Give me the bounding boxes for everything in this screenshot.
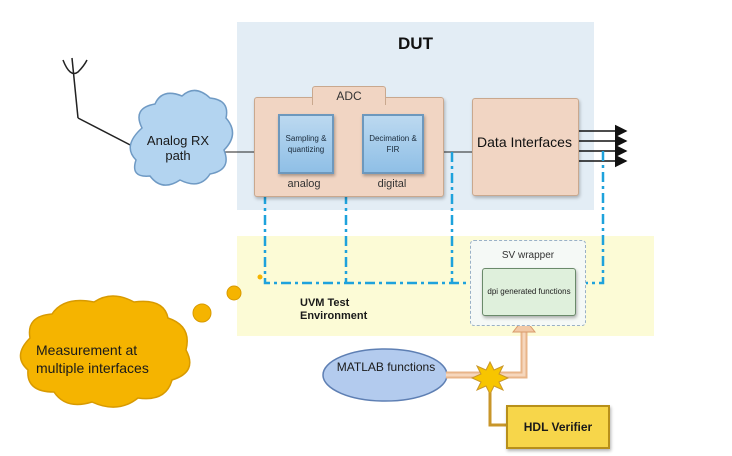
- probe-start-dot: [257, 274, 263, 280]
- sv-wrapper-label: SV wrapper: [501, 250, 555, 261]
- digital-label: digital: [377, 178, 407, 190]
- data-interfaces-label: Data Interfaces: [477, 134, 572, 150]
- data-interfaces-block: [472, 98, 579, 196]
- antenna-icon: [62, 57, 141, 151]
- dpi-functions-block: dpi generated functions: [482, 268, 576, 316]
- analog-rx-label: Analog RX path: [146, 133, 210, 163]
- thought-bubble-small: [226, 285, 242, 301]
- sampling-label: Sampling & quantizing: [285, 134, 327, 154]
- measurement-label: Measurement at multiple interfaces: [36, 342, 149, 376]
- uvm-label: UVM Test Environment: [300, 297, 368, 322]
- sampling-quantizing-block: Sampling & quantizing: [278, 114, 334, 174]
- hdl-verifier-label: HDL Verifier: [523, 420, 593, 434]
- thought-bubble-medium: [192, 303, 212, 323]
- output-arrows: [577, 124, 628, 168]
- dut-title: DUT: [398, 34, 433, 53]
- starburst-icon: [470, 360, 510, 396]
- adc-label: ADC: [312, 86, 386, 105]
- analog-rx-cloud: [129, 89, 234, 186]
- matlab-label: MATLAB functions: [336, 360, 436, 374]
- dpi-label: dpi generated functions: [487, 287, 571, 296]
- decimation-label: Decimation & FIR: [369, 134, 417, 154]
- hdl-verifier-block: HDL Verifier: [506, 405, 610, 449]
- matlab-ellipse: [322, 348, 448, 402]
- decimation-fir-block: Decimation & FIR: [362, 114, 424, 174]
- analog-label: analog: [287, 178, 321, 190]
- measurement-cloud: [19, 295, 191, 408]
